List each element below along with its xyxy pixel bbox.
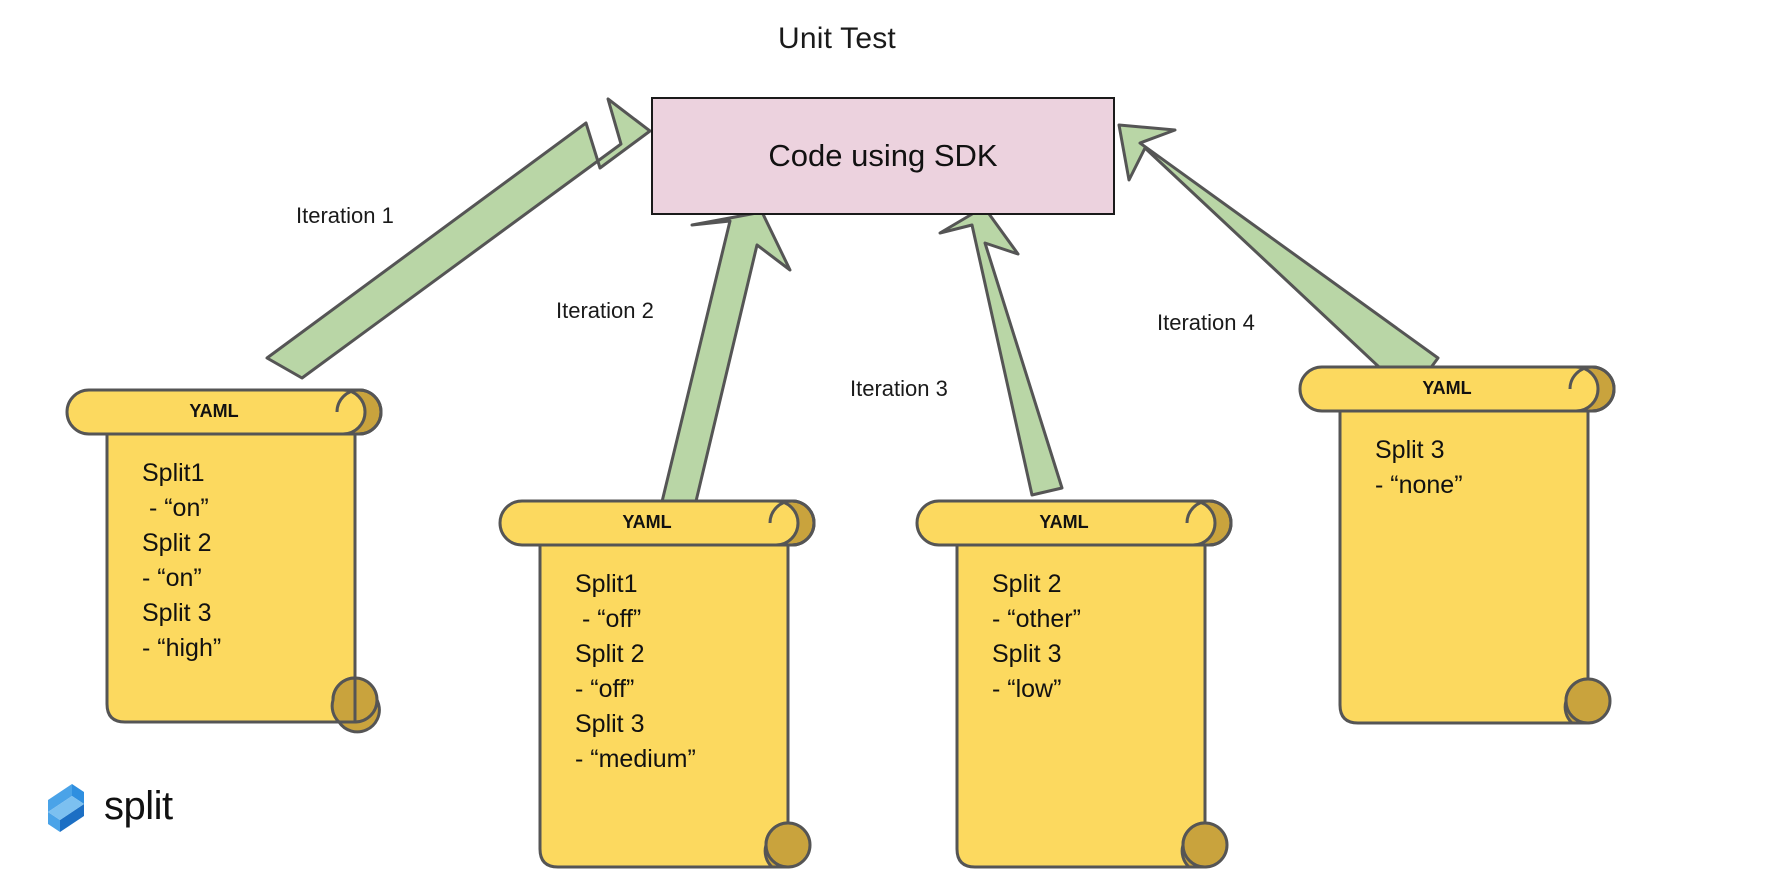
yaml-scroll-shape	[65, 388, 383, 734]
yaml-scroll-shape	[498, 499, 816, 869]
edge-label-iteration-1: Iteration 1	[296, 203, 394, 228]
yaml-document-body: Split 3 - “none”	[1375, 436, 1463, 499]
yaml-document-header: YAML	[622, 512, 672, 532]
split-logo: split	[36, 778, 236, 840]
yaml-document-2: YAML Split1 - “off” Split 2 - “off” Spli…	[498, 487, 830, 887]
yaml-scroll-shape	[1298, 365, 1616, 725]
page-title: Unit Test	[778, 22, 896, 55]
split-logo-icon	[48, 784, 84, 832]
edge-label-iteration-3: Iteration 3	[850, 376, 948, 401]
arrow-iteration-2	[658, 210, 792, 520]
edge-label-iteration-4: Iteration 4	[1157, 310, 1255, 335]
yaml-document-body: Split1 - “on” Split 2 - “on” Split 3 - “…	[142, 459, 222, 662]
yaml-document-4: YAML Split 3 - “none”	[1298, 353, 1630, 743]
arrow-iteration-1	[265, 97, 652, 380]
yaml-document-header: YAML	[189, 401, 239, 421]
sdk-node-label: Code using SDK	[768, 138, 998, 173]
edge-label-iteration-2: Iteration 2	[556, 298, 654, 323]
yaml-document-1: YAML Split1 - “on” Split 2 - “on” Split …	[65, 376, 397, 742]
yaml-document-body: Split 2 - “other” Split 3 - “low”	[992, 570, 1081, 703]
sdk-node: Code using SDK	[651, 97, 1115, 215]
yaml-document-body: Split1 - “off” Split 2 - “off” Split 3 -…	[575, 570, 696, 773]
yaml-document-3: YAML Split 2 - “other” Split 3 - “low”	[915, 487, 1247, 887]
yaml-document-header: YAML	[1422, 378, 1472, 398]
arrow-iteration-4	[1117, 123, 1440, 398]
split-logo-text: split	[104, 784, 173, 828]
arrow-iteration-3	[938, 205, 1064, 497]
yaml-scroll-shape	[915, 499, 1233, 869]
yaml-document-header: YAML	[1039, 512, 1089, 532]
